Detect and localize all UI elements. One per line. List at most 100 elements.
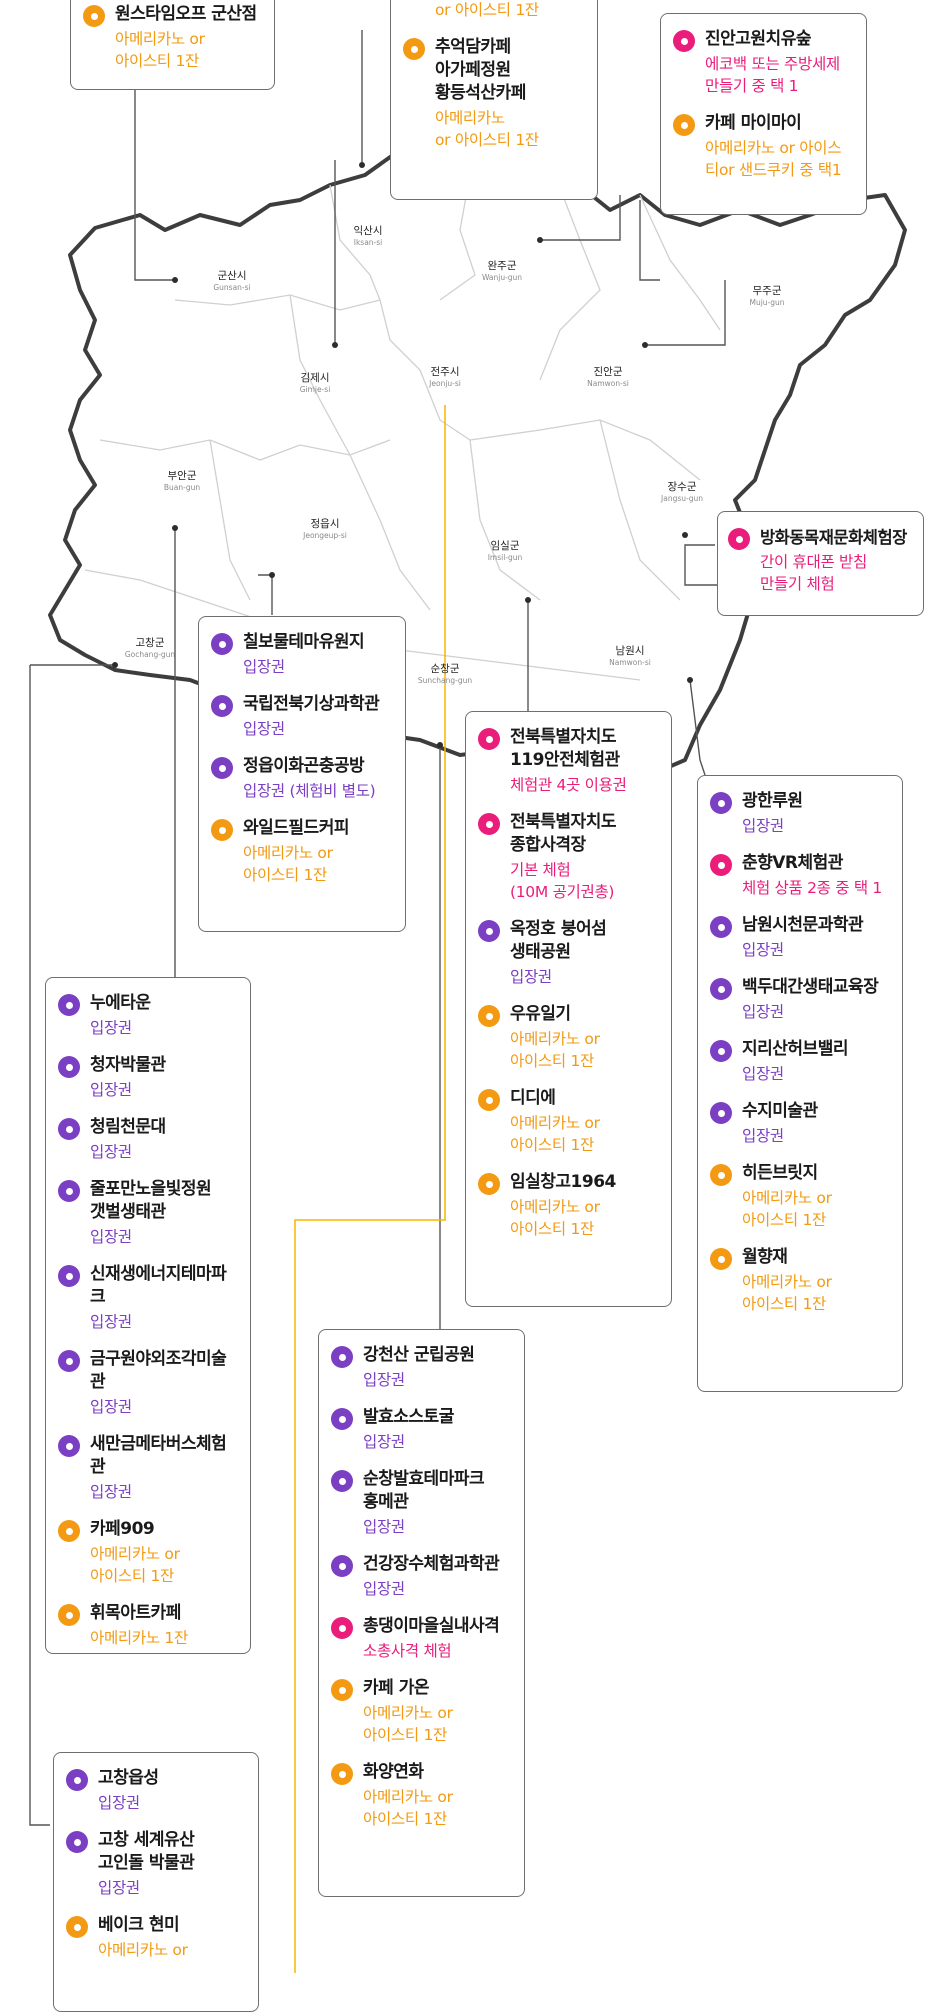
location-dots bbox=[112, 162, 693, 748]
place-entry: 베이크 현미 아메리카노 or bbox=[66, 1914, 246, 1961]
map-pin-icon bbox=[710, 1248, 732, 1270]
place-entry: 와일드필드커피 아메리카노 or 아이스티 1잔 bbox=[211, 817, 393, 886]
map-pin-icon bbox=[211, 633, 233, 655]
jangsu-info-box: 방화동목재문화체험장 간이 휴대폰 받침 만들기 체험 bbox=[717, 511, 924, 616]
place-name: 추억담카페 아가페정원 황등석산카페 bbox=[435, 37, 526, 103]
place-benefit: 입장권 (체험비 별도) bbox=[243, 782, 376, 800]
place-benefit: 아메리카노 or bbox=[98, 1941, 188, 1959]
map-pin-icon bbox=[66, 1916, 88, 1938]
map-pin-icon bbox=[66, 1769, 88, 1791]
place-name: 춘향VR체험관 bbox=[742, 853, 843, 873]
place-benefit: 아메리카노 or 아이스 티or 샌드쿠키 중 택1 bbox=[705, 139, 842, 179]
place-benefit: 아메리카노 or 아이스티 1잔 bbox=[742, 1273, 832, 1313]
map-pin-icon bbox=[58, 1118, 80, 1140]
map-pin-icon bbox=[478, 728, 500, 750]
place-benefit: 입장권 bbox=[742, 817, 784, 835]
place-name: 금구원야외조각미술관 bbox=[90, 1349, 227, 1392]
place-benefit: 입장권 bbox=[90, 1019, 132, 1037]
place-benefit: 입장권 bbox=[90, 1228, 132, 1246]
imsil-info-box: 전북특별자치도 119안전체험관 체험관 4곳 이용권 전북특별자치도 종합사격… bbox=[465, 711, 672, 1307]
place-entry: 휘목아트카페 아메리카노 1잔 bbox=[58, 1602, 238, 1649]
place-name: 강천산 군립공원 bbox=[363, 1345, 475, 1365]
place-benefit: 입장권 bbox=[742, 1127, 784, 1145]
place-benefit: 입장권 bbox=[742, 941, 784, 959]
place-entry: 총댕이마을실내사격 소총사격 체험 bbox=[331, 1615, 512, 1662]
place-entry: 월향재 아메리카노 or 아이스티 1잔 bbox=[710, 1246, 890, 1315]
place-name: 칠보물테마유원지 bbox=[243, 632, 365, 652]
place-name: 전북특별자치도 119안전체험관 bbox=[510, 727, 620, 770]
place-entry: 국립전북기상과학관 입장권 bbox=[211, 693, 393, 740]
place-entry: 진안고원치유숲 에코백 또는 주방세제 만들기 중 택 1 bbox=[673, 28, 854, 97]
place-entry: 방화동목재문화체험장 간이 휴대폰 받침 만들기 체험 bbox=[728, 526, 911, 595]
place-name: 디디에 bbox=[510, 1088, 556, 1108]
map-pin-icon bbox=[710, 978, 732, 1000]
place-name: 누에타운 bbox=[90, 993, 151, 1013]
map-pin-icon bbox=[58, 1435, 80, 1457]
iksan-info-box: 아메리카노 or 아이스티 1잔 추억담카페 아가페정원 황등석산카페 아메리카… bbox=[390, 0, 598, 200]
map-pin-icon bbox=[58, 1265, 80, 1287]
namwon-info-box: 광한루원 입장권 춘향VR체험관 체험 상품 2종 중 택 1 남원시천문과학관… bbox=[697, 775, 903, 1392]
place-benefit: 아메리카노 or 아이스티 1잔 bbox=[363, 1788, 453, 1828]
place-entry: 디디에 아메리카노 or 아이스티 1잔 bbox=[478, 1087, 659, 1156]
place-benefit: 기본 체험 (10M 공기권총) bbox=[510, 861, 615, 901]
leader-lines bbox=[29, 30, 726, 1826]
map-pin-icon bbox=[331, 1470, 353, 1492]
place-entry: 신재생에너지테마파크 입장권 bbox=[58, 1263, 238, 1333]
place-entry: 고창읍성 입장권 bbox=[66, 1767, 246, 1814]
place-entry: 청자박물관 입장권 bbox=[58, 1054, 238, 1101]
place-benefit: 체험 상품 2종 중 택 1 bbox=[742, 879, 882, 897]
map-pin-icon bbox=[211, 695, 233, 717]
place-entry: 카페909 아메리카노 or 아이스티 1잔 bbox=[58, 1518, 238, 1587]
place-benefit: 간이 휴대폰 받침 만들기 체험 bbox=[760, 553, 867, 593]
place-entry: 순창발효테마파크 홍메관 입장권 bbox=[331, 1468, 512, 1538]
jeongeup-info-box: 칠보물테마유원지 입장권 국립전북기상과학관 입장권 정읍이화곤충공방 입장권 … bbox=[198, 616, 406, 932]
map-pin-icon bbox=[58, 1604, 80, 1626]
place-name: 카페 마이마이 bbox=[705, 113, 802, 133]
place-benefit: 에코백 또는 주방세제 만들기 중 택 1 bbox=[705, 55, 840, 95]
place-name: 새만금메타버스체험관 bbox=[90, 1434, 227, 1477]
place-name: 발효소스토굴 bbox=[363, 1407, 454, 1427]
place-name: 고창 세계유산 고인돌 박물관 bbox=[98, 1830, 195, 1873]
place-benefit: 입장권 bbox=[90, 1143, 132, 1161]
place-benefit: 입장권 bbox=[363, 1518, 405, 1536]
jinan-info-box: 진안고원치유숲 에코백 또는 주방세제 만들기 중 택 1 카페 마이마이 아메… bbox=[660, 13, 867, 215]
place-entry: 아메리카노 or 아이스티 1잔 bbox=[403, 0, 585, 21]
place-benefit: 아메리카노 or 아이스티 1잔 bbox=[510, 1030, 600, 1070]
place-benefit: 아메리카노 or 아이스티 1잔 bbox=[510, 1114, 600, 1154]
map-pin-icon bbox=[58, 1056, 80, 1078]
place-name: 히든브릿지 bbox=[742, 1163, 818, 1183]
place-entry: 칠보물테마유원지 입장권 bbox=[211, 631, 393, 678]
place-name: 임실창고1964 bbox=[510, 1172, 616, 1192]
place-benefit: 아메리카노 or 아이스티 1잔 bbox=[742, 1189, 832, 1229]
place-entry: 정읍이화곤충공방 입장권 (체험비 별도) bbox=[211, 755, 393, 802]
place-entry: 지리산허브밸리 입장권 bbox=[710, 1038, 890, 1085]
place-name: 전북특별자치도 종합사격장 bbox=[510, 812, 616, 855]
sunchang-info-box: 강천산 군립공원 입장권 발효소스토굴 입장권 순창발효테마파크 홍메관 입장권… bbox=[318, 1329, 525, 1897]
place-name: 신재생에너지테마파크 bbox=[90, 1264, 227, 1307]
place-benefit: 아메리카노 or 아이스티 1잔 bbox=[115, 30, 205, 70]
place-name: 광한루원 bbox=[742, 791, 803, 811]
place-name: 청자박물관 bbox=[90, 1055, 166, 1075]
place-entry: 남원시천문과학관 입장권 bbox=[710, 914, 890, 961]
place-name: 지리산허브밸리 bbox=[742, 1039, 848, 1059]
place-name: 월향재 bbox=[742, 1247, 788, 1267]
place-entry: 고창 세계유산 고인돌 박물관 입장권 bbox=[66, 1829, 246, 1899]
place-name: 청림천문대 bbox=[90, 1117, 166, 1137]
place-name: 방화동목재문화체험장 bbox=[760, 528, 907, 547]
map-pin-icon bbox=[58, 994, 80, 1016]
place-entry: 전북특별자치도 119안전체험관 체험관 4곳 이용권 bbox=[478, 726, 659, 796]
map-pin-icon bbox=[83, 5, 105, 27]
place-entry: 건강장수체험과학관 입장권 bbox=[331, 1553, 512, 1600]
gunsan-info-box: 원스타임오프 군산점 아메리카노 or 아이스티 1잔 bbox=[70, 0, 275, 90]
place-entry: 히든브릿지 아메리카노 or 아이스티 1잔 bbox=[710, 1162, 890, 1231]
place-entry: 금구원야외조각미술관 입장권 bbox=[58, 1348, 238, 1418]
map-pin-icon bbox=[211, 819, 233, 841]
map-pin-icon bbox=[331, 1679, 353, 1701]
